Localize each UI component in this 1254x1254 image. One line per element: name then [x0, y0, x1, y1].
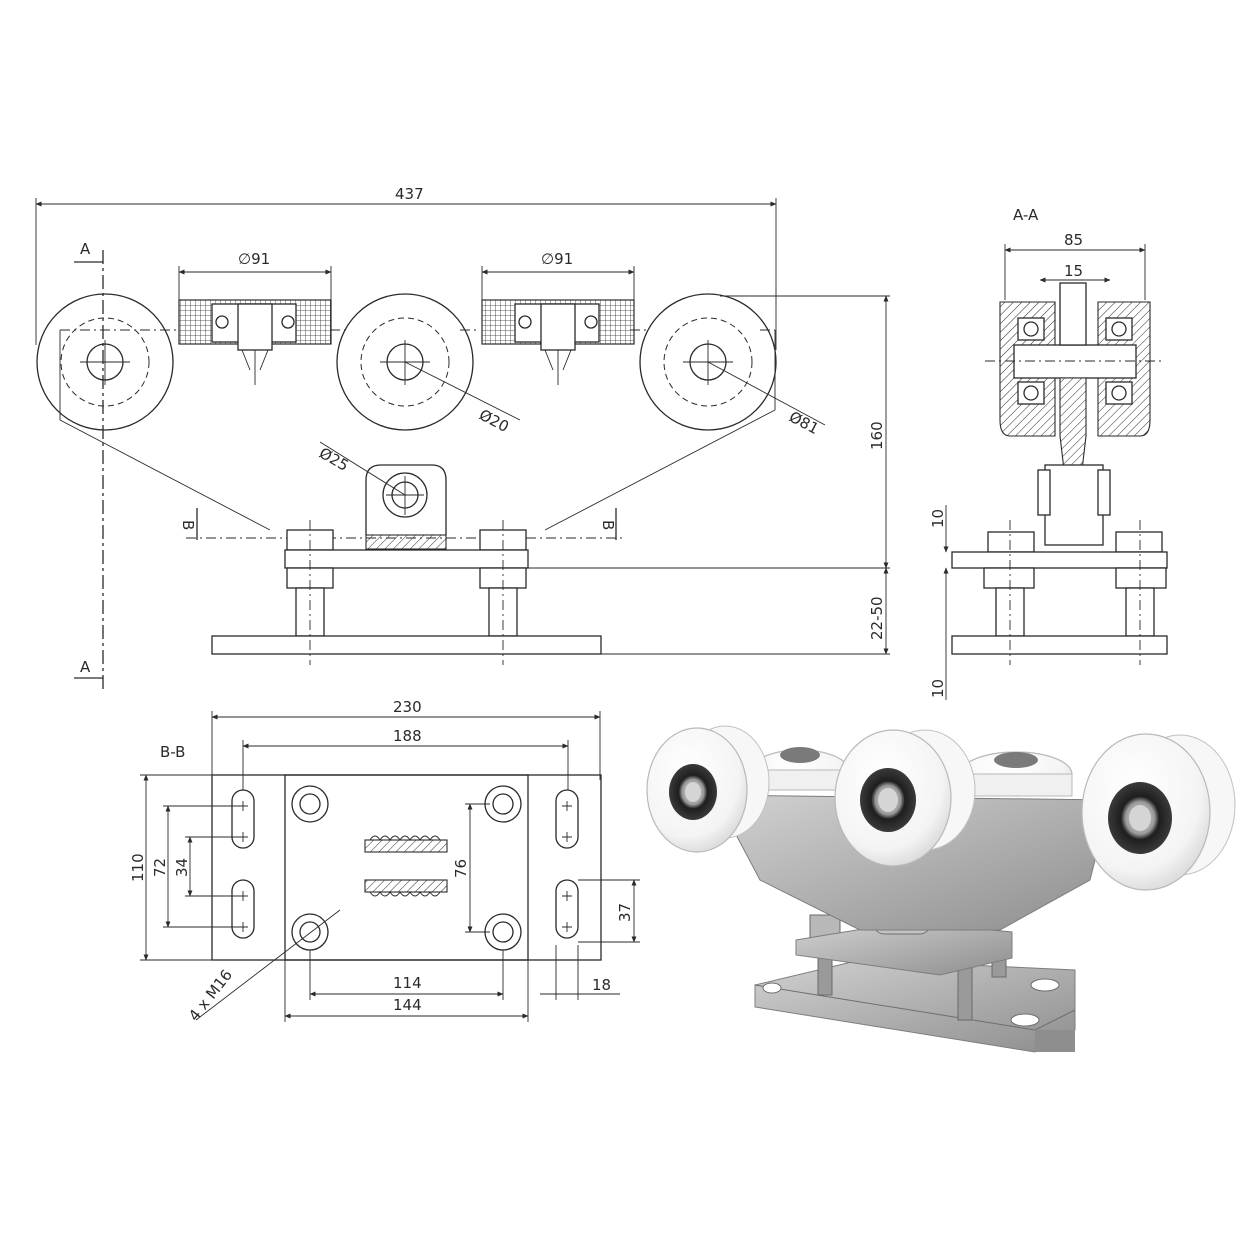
dim-aa-width: 85 — [1064, 231, 1083, 249]
front-view: 437 A A — [35, 185, 890, 690]
dim-adjust: 22-50 — [868, 596, 886, 640]
product-photo-render — [646, 725, 1236, 1053]
section-b-label-right: B — [599, 520, 617, 530]
dim-slot-72: 72 — [151, 858, 169, 877]
section-bb-title: B-B — [160, 743, 185, 761]
render-wheel-right — [1081, 733, 1236, 891]
dim-wheel-outer-dia: Ø81 — [786, 408, 822, 438]
roller-left — [178, 266, 332, 385]
roller-right — [481, 266, 635, 385]
section-a-label-top: A — [80, 240, 91, 258]
dim-roller-dia-left: ∅91 — [238, 250, 270, 268]
wheel-left — [36, 293, 174, 431]
dim-hole-114: 114 — [393, 974, 422, 992]
dim-base-width: 230 — [393, 698, 422, 716]
dim-pin-dia: Ø25 — [316, 444, 352, 475]
section-aa-view: A-A 85 15 — [929, 206, 1168, 700]
dim-slot-34: 34 — [173, 858, 191, 877]
dim-aa-inner: 15 — [1064, 262, 1083, 280]
section-a-label-bottom: A — [80, 658, 91, 676]
dim-plate-bottom: 10 — [929, 679, 947, 698]
dim-hole-76: 76 — [452, 859, 470, 878]
section-aa-title: A-A — [1013, 206, 1039, 224]
wheel-right — [639, 293, 777, 431]
render-wheel-left — [646, 725, 770, 853]
dim-slot-37: 37 — [616, 903, 634, 922]
dim-height: 160 — [868, 421, 886, 450]
dim-overall-length: 437 — [395, 185, 424, 203]
section-b-label-left: B — [179, 520, 197, 530]
dim-plate-top: 10 — [929, 509, 947, 528]
dim-height-110: 110 — [129, 853, 147, 882]
dim-bolt-144: 144 — [393, 996, 422, 1014]
dim-axle-dia: Ø20 — [476, 406, 512, 436]
dim-roller-dia-right: ∅91 — [541, 250, 573, 268]
dim-edge-18: 18 — [592, 976, 611, 994]
pivot-pin — [365, 464, 447, 535]
render-wheel-middle — [834, 729, 976, 867]
dim-slot-span: 188 — [393, 727, 422, 745]
section-bb-view: B-B 230 188 110 — [129, 698, 640, 1024]
